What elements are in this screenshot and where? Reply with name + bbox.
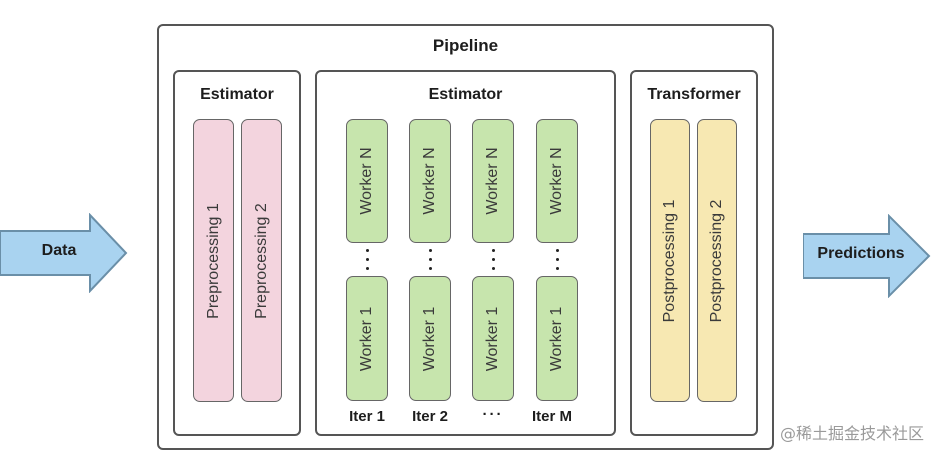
worker-label: Worker 1 <box>548 306 565 371</box>
worker-label: Worker N <box>484 147 501 215</box>
worker-label: Worker 1 <box>484 306 501 371</box>
worker-label: Worker 1 <box>358 306 375 371</box>
iteration-label: Iter 2 <box>412 408 448 425</box>
vertical-ellipsis-icon <box>363 249 373 271</box>
iteration-label: ··· <box>482 406 504 423</box>
worker-label: Worker N <box>421 147 438 215</box>
vertical-ellipsis-icon <box>553 249 563 271</box>
worker-1-block: Worker 1 <box>346 276 388 401</box>
worker-n-block: Worker N <box>409 119 451 243</box>
vertical-ellipsis-icon <box>489 249 499 271</box>
worker-n-block: Worker N <box>346 119 388 243</box>
estimator-preprocessing-title: Estimator <box>200 86 274 103</box>
worker-1-block: Worker 1 <box>472 276 514 401</box>
vertical-ellipsis-icon <box>426 249 436 271</box>
postprocessing-step: Postprocessing 2 <box>697 119 737 402</box>
preprocessing-step-label: Preprocessing 2 <box>252 202 270 319</box>
worker-1-block: Worker 1 <box>536 276 578 401</box>
predictions-label: Predictions <box>817 245 905 262</box>
predictions-output-arrow <box>803 214 931 298</box>
worker-label: Worker 1 <box>421 306 438 371</box>
worker-n-block: Worker N <box>472 119 514 243</box>
estimator-workers-title: Estimator <box>428 86 503 103</box>
postprocessing-step-label: Postprocessing 1 <box>661 199 678 322</box>
data-input-arrow <box>0 213 128 293</box>
data-label: Data <box>41 242 77 259</box>
preprocessing-step: Preprocessing 1 <box>193 119 234 402</box>
right-arrow-icon <box>803 214 931 298</box>
iteration-label: Iter 1 <box>349 408 385 425</box>
watermark: @稀土掘金技术社区 <box>779 424 924 443</box>
worker-1-block: Worker 1 <box>409 276 451 401</box>
postprocessing-step-label: Postprocessing 2 <box>708 199 725 322</box>
worker-n-block: Worker N <box>536 119 578 243</box>
right-arrow-icon <box>0 213 128 293</box>
worker-label: Worker N <box>358 147 375 215</box>
preprocessing-step: Preprocessing 2 <box>241 119 282 402</box>
pipeline-title: Pipeline <box>432 36 499 55</box>
worker-label: Worker N <box>548 147 565 215</box>
transformer-title: Transformer <box>647 86 741 103</box>
postprocessing-step: Postprocessing 1 <box>650 119 690 402</box>
preprocessing-step-label: Preprocessing 1 <box>204 202 222 319</box>
iteration-label: Iter M <box>531 408 572 425</box>
